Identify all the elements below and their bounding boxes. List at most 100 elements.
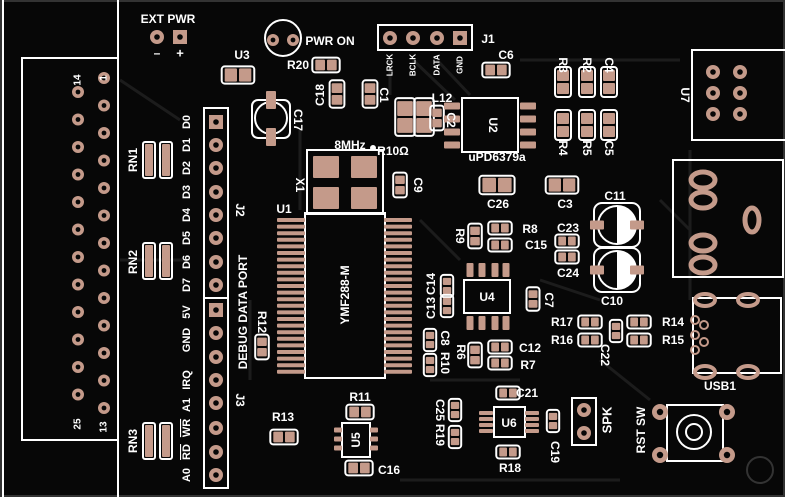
- u1-pin: [277, 336, 305, 341]
- oval-pad: [688, 232, 718, 254]
- smd-pad: [273, 431, 283, 443]
- x1-pad: [351, 187, 377, 209]
- label-p13: 13: [99, 421, 110, 433]
- c12-capacitor: [487, 339, 513, 355]
- smd-pad: [425, 356, 435, 364]
- label-plus: +: [176, 46, 184, 61]
- drill-hole: [581, 407, 587, 413]
- smd-pad: [364, 95, 376, 105]
- label-rd: RD: [181, 444, 193, 460]
- label-r5: R5: [580, 140, 594, 156]
- drill-hole: [75, 392, 81, 397]
- usb-pin: [690, 315, 700, 325]
- r18-resistor: [495, 444, 521, 460]
- c19-capacitor: [545, 408, 561, 434]
- label-u5: U5: [349, 432, 363, 448]
- usb-shell-pad: [736, 292, 760, 308]
- u3-regulator: [220, 65, 256, 85]
- drill-hole: [213, 377, 219, 383]
- smd-pad: [162, 245, 170, 277]
- u2-pin: [444, 102, 460, 110]
- label-d4: D4: [181, 207, 193, 222]
- label-gnd-j1: GND: [456, 56, 465, 74]
- label-mhz: 8MHz: [334, 138, 365, 152]
- label-lrck: LRCK: [386, 54, 395, 76]
- resistor-network: [159, 422, 173, 460]
- drill-hole: [710, 90, 716, 96]
- u2-pin: [520, 102, 536, 110]
- u1-pin: [277, 284, 305, 288]
- resistor-array-top: [600, 66, 618, 98]
- r14-resistor: [626, 314, 652, 330]
- drill-hole: [213, 259, 219, 265]
- drill-hole: [75, 254, 81, 260]
- smd-pad: [558, 252, 566, 262]
- label-spk: SPK: [600, 406, 615, 433]
- label-u3: U3: [234, 48, 250, 62]
- drill-hole: [101, 213, 107, 218]
- smd-pad: [360, 462, 370, 474]
- c17-pad: [266, 128, 276, 146]
- u1-pin: [277, 356, 305, 361]
- smd-pad: [497, 64, 507, 76]
- u2-outline: [461, 97, 519, 153]
- resistor-network: [142, 242, 156, 280]
- drill-hole: [75, 227, 81, 232]
- smd-pad: [416, 118, 432, 133]
- label-d3: D3: [181, 185, 193, 199]
- drill-hole: [213, 330, 219, 336]
- drill-hole: [710, 111, 716, 117]
- drill-hole: [177, 34, 183, 40]
- u1-pin: [277, 270, 305, 275]
- j2-header-outline: [203, 107, 229, 299]
- x1-pad: [313, 156, 339, 178]
- r15-resistor: [626, 332, 652, 348]
- u4-pin: [466, 316, 474, 330]
- u6-pin: [525, 429, 539, 433]
- smd-pad: [548, 422, 558, 430]
- r13-resistor: [269, 428, 299, 446]
- u1-pin: [384, 330, 412, 335]
- r6-resistor: [467, 341, 483, 369]
- drill-hole: [75, 172, 81, 177]
- j3-header-outline: [203, 297, 229, 489]
- label-p1: 1: [99, 75, 110, 81]
- smd-pad: [395, 175, 405, 184]
- u1-pin: [384, 323, 412, 328]
- u1-pin: [277, 330, 305, 335]
- smd-pad: [499, 388, 507, 398]
- drill-hole: [656, 451, 664, 459]
- smd-pad: [501, 342, 509, 352]
- smd-pad: [630, 317, 638, 327]
- drill-hole: [434, 35, 440, 41]
- u1-pin: [277, 224, 305, 229]
- drill-hole: [723, 408, 731, 416]
- label-r16: R16: [551, 333, 573, 347]
- smd-pad: [397, 118, 413, 133]
- u1-pin: [277, 369, 305, 374]
- smd-pad: [364, 83, 376, 93]
- u4-pin: [491, 316, 499, 330]
- drill-hole: [75, 309, 81, 315]
- u6-pin: [479, 411, 493, 415]
- smd-pad: [162, 425, 170, 457]
- c8-capacitor: [422, 327, 438, 353]
- drill-hole: [101, 378, 107, 383]
- c3-capacitor: [544, 175, 580, 195]
- drill-hole: [213, 119, 219, 125]
- smd-pad: [349, 406, 359, 418]
- trace: [418, 218, 462, 262]
- smd-pad: [603, 113, 615, 124]
- label-c10: C10: [601, 294, 623, 308]
- smd-pad: [491, 223, 499, 233]
- u1-pin: [384, 244, 412, 249]
- resistor-network: [142, 141, 156, 179]
- smd-pad: [145, 144, 153, 176]
- u4-pin: [466, 263, 474, 277]
- resistor-network: [159, 141, 173, 179]
- drill-hole: [101, 158, 107, 163]
- label-c21: C21: [516, 386, 538, 400]
- r11-resistor: [345, 403, 375, 421]
- u1-pin: [384, 343, 412, 348]
